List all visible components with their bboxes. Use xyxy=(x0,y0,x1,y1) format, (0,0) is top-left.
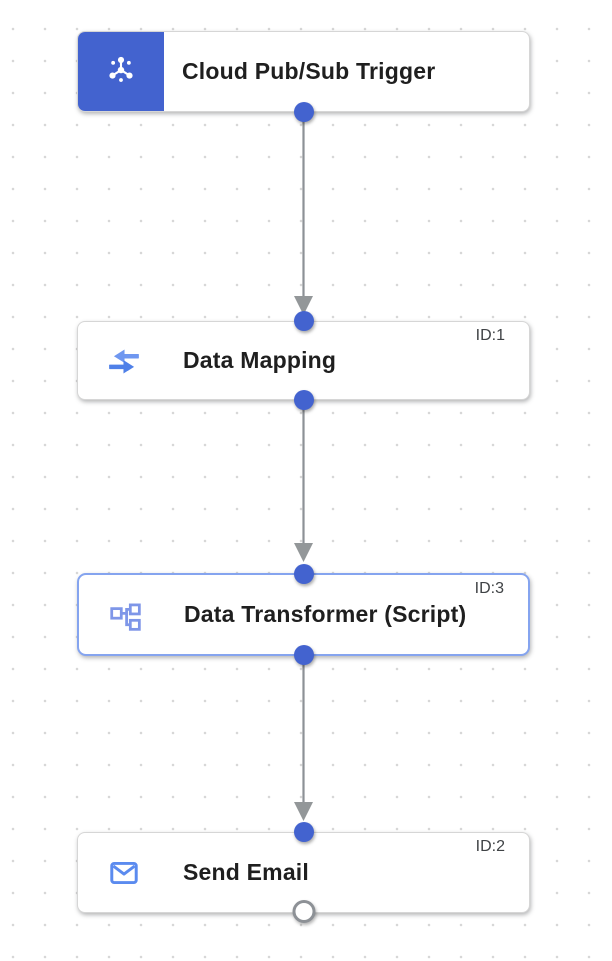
input-port-handle[interactable] xyxy=(293,822,314,842)
output-port-handle[interactable] xyxy=(293,645,314,665)
node-id-badge: ID:3 xyxy=(474,580,504,597)
output-port-handle[interactable] xyxy=(293,102,314,122)
node-id-badge: ID:1 xyxy=(475,327,505,344)
output-port-handle[interactable] xyxy=(293,390,314,410)
node-send-email[interactable]: ID:2 Send Email xyxy=(77,822,530,923)
node-title: Data Transformer (Script) xyxy=(184,601,467,627)
node-title: Cloud Pub/Sub Trigger xyxy=(182,58,436,84)
arrowhead-icon xyxy=(294,543,313,562)
input-port-handle[interactable] xyxy=(293,564,314,584)
data-transformer-icon xyxy=(108,598,142,632)
email-icon xyxy=(107,856,141,890)
node-title: Send Email xyxy=(183,859,309,885)
pubsub-icon xyxy=(104,52,138,91)
node-cloud-pubsub-trigger[interactable]: Cloud Pub/Sub Trigger xyxy=(77,31,530,122)
arrowhead-icon xyxy=(294,802,313,821)
node-title: Data Mapping xyxy=(183,347,337,373)
node-id-badge: ID:2 xyxy=(475,838,505,855)
input-port-handle[interactable] xyxy=(293,311,314,331)
trigger-icon-block xyxy=(78,32,164,111)
output-port-handle-hollow[interactable] xyxy=(292,900,315,923)
node-data-mapping[interactable]: ID:1 Data Mapping xyxy=(77,311,530,410)
data-mapping-icon xyxy=(107,344,141,378)
node-data-transformer-script[interactable]: ID:3 Data Transformer (Script) xyxy=(77,564,530,665)
